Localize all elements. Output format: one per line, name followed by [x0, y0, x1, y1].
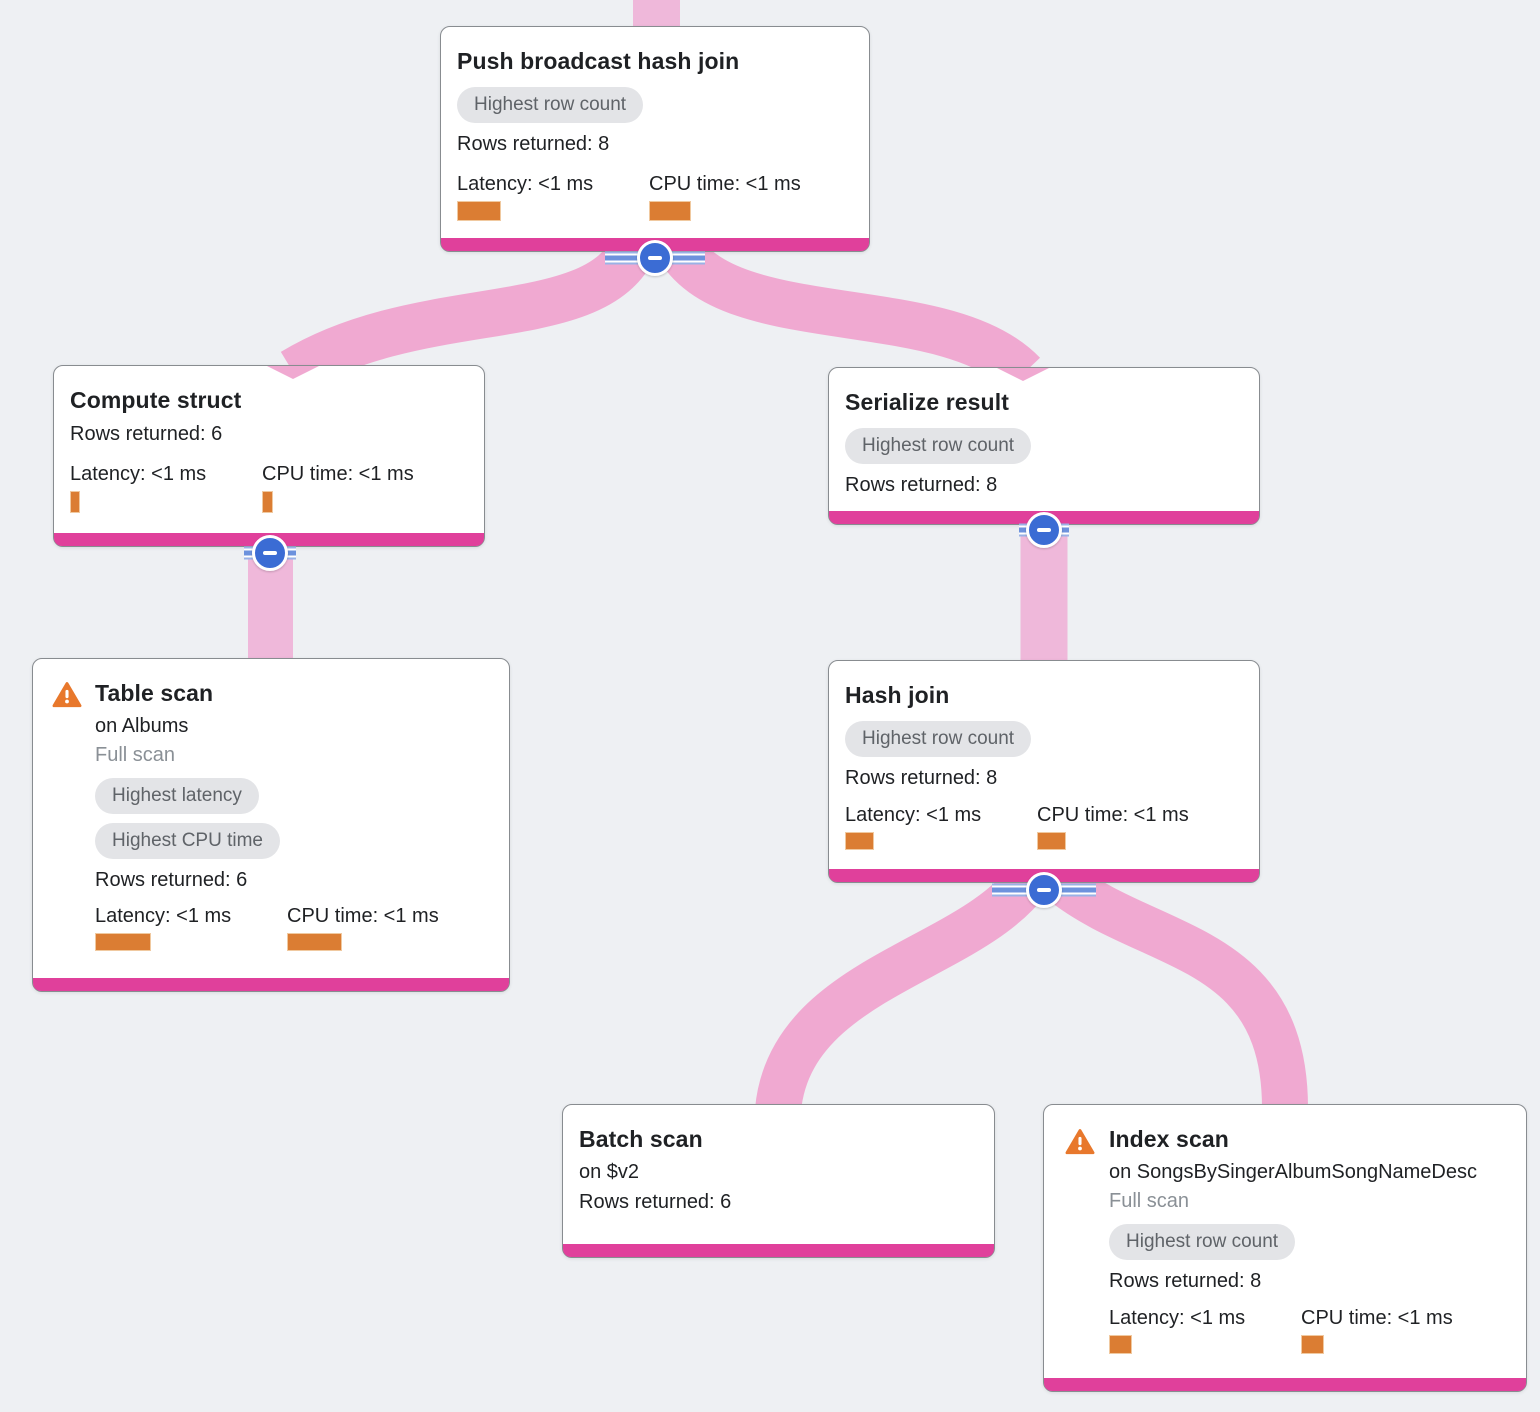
node-table-scan[interactable]: Table scan on Albums Full scan Highest l… — [32, 658, 510, 992]
latency-bar — [457, 201, 501, 221]
rows-returned: Rows returned: 6 — [95, 869, 248, 891]
scan-type-label: Full scan — [95, 744, 176, 766]
node-bottom-bar — [563, 1244, 994, 1257]
rows-returned: Rows returned: 8 — [845, 474, 998, 496]
warning-triangle-icon — [51, 680, 83, 709]
minus-icon — [1037, 528, 1051, 532]
badge-highest-latency: Highest latency — [95, 778, 259, 814]
cpu-time-label: CPU time: <1 ms — [262, 463, 414, 485]
node-hash-join[interactable]: Hash join Highest row count Rows returne… — [828, 660, 1260, 883]
node-title: Index scan — [1109, 1126, 1229, 1152]
cpu-time-label: CPU time: <1 ms — [1301, 1307, 1453, 1329]
expander-hash-join — [992, 872, 1096, 908]
link-push-broadcast-hash-join-to-serialize-result — [654, 230, 1040, 392]
node-serialize-result[interactable]: Serialize result Highest row count Rows … — [828, 367, 1260, 525]
node-compute-struct[interactable]: Compute struct Rows returned: 6 Latency:… — [53, 365, 485, 547]
cpu-time-bar — [262, 491, 273, 513]
rows-returned: Rows returned: 8 — [457, 133, 610, 155]
badge-highest-row-count: Highest row count — [457, 87, 644, 123]
latency-bar — [845, 832, 874, 850]
node-index-scan[interactable]: Index scan on SongsBySingerAlbumSongName… — [1043, 1104, 1527, 1392]
cpu-time-bar — [649, 201, 691, 221]
node-title: Hash join — [845, 682, 950, 708]
link-push-broadcast-hash-join-to-compute-struct — [280, 231, 658, 393]
badge-highest-row-count: Highest row count — [1109, 1224, 1296, 1260]
cpu-time-bar — [1301, 1335, 1324, 1354]
minus-icon — [1037, 888, 1051, 892]
latency-label: Latency: <1 ms — [457, 173, 594, 195]
cpu-time-bar — [1037, 832, 1066, 850]
minus-icon — [648, 256, 662, 260]
latency-label: Latency: <1 ms — [70, 463, 207, 485]
minus-icon — [263, 551, 277, 555]
badge-highest-cpu-time: Highest CPU time — [95, 823, 280, 859]
rows-returned: Rows returned: 8 — [1109, 1270, 1262, 1292]
latency-bar — [1109, 1335, 1132, 1354]
node-title: Batch scan — [579, 1126, 703, 1152]
rows-returned: Rows returned: 6 — [579, 1191, 732, 1213]
expander-push-broadcast-hash-join — [605, 240, 705, 276]
badge-highest-row-count: Highest row count — [845, 428, 1032, 464]
link-hash-join-to-index-scan — [1045, 861, 1309, 1111]
badge-highest-row-count: Highest row count — [845, 721, 1032, 757]
node-subtitle: on Albums — [95, 715, 189, 737]
cpu-time-label: CPU time: <1 ms — [649, 173, 801, 195]
node-batch-scan[interactable]: Batch scan on $v2 Rows returned: 6 — [562, 1104, 995, 1258]
node-bottom-bar — [1044, 1378, 1526, 1391]
latency-label: Latency: <1 ms — [1109, 1307, 1246, 1329]
node-title: Table scan — [95, 680, 214, 706]
cpu-time-label: CPU time: <1 ms — [287, 905, 439, 927]
latency-bar — [70, 491, 80, 513]
node-title: Push broadcast hash join — [457, 48, 740, 74]
latency-label: Latency: <1 ms — [95, 905, 232, 927]
node-title: Compute struct — [70, 387, 242, 413]
expander-serialize-result — [1019, 512, 1069, 548]
collapse-node-button[interactable] — [1026, 872, 1062, 908]
rows-returned: Rows returned: 8 — [845, 767, 998, 789]
cpu-time-bar — [287, 933, 342, 951]
node-subtitle: on SongsBySingerAlbumSongNameDesc — [1109, 1161, 1477, 1183]
node-title: Serialize result — [845, 389, 1009, 415]
expander-compute-struct — [244, 535, 296, 571]
link-hash-join-to-batch-scan — [755, 865, 1047, 1114]
latency-label: Latency: <1 ms — [845, 804, 982, 826]
collapse-node-button[interactable] — [252, 535, 288, 571]
collapse-node-button[interactable] — [1026, 512, 1062, 548]
collapse-node-button[interactable] — [637, 240, 673, 276]
node-bottom-bar — [33, 978, 509, 991]
node-subtitle: on $v2 — [579, 1161, 640, 1183]
node-push-broadcast-hash-join[interactable]: Push broadcast hash join Highest row cou… — [440, 26, 870, 252]
scan-type-label: Full scan — [1109, 1190, 1190, 1212]
latency-bar — [95, 933, 151, 951]
cpu-time-label: CPU time: <1 ms — [1037, 804, 1189, 826]
rows-returned: Rows returned: 6 — [70, 423, 223, 445]
warning-triangle-icon — [1064, 1127, 1096, 1156]
